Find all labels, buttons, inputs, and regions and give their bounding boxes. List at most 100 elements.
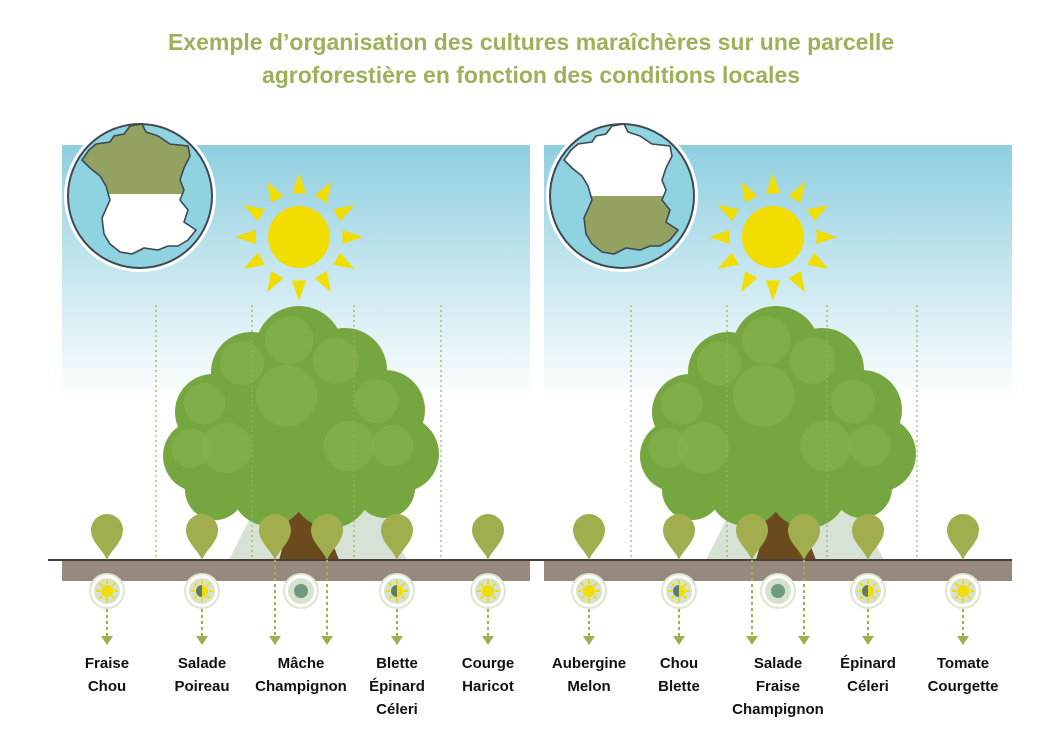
arrow-head (196, 636, 208, 645)
crop-name: Céleri (376, 701, 418, 718)
crop-name: Champignon (255, 678, 347, 695)
exposure-ray (98, 595, 103, 600)
exposure-ray (479, 582, 484, 587)
sun-ray (807, 205, 829, 222)
arrow-head (673, 636, 685, 645)
exposure-ray (872, 595, 877, 600)
exposure-ray (206, 582, 211, 587)
exposure-ray (388, 595, 393, 600)
sun-ray (741, 181, 758, 203)
arrow-head (269, 636, 281, 645)
foliage-cluster (662, 460, 722, 520)
sun-ray (788, 181, 805, 203)
foliage-highlight (831, 379, 876, 424)
exposure-ray (967, 595, 972, 600)
sun-ray (333, 252, 355, 269)
pin-shape (573, 514, 605, 560)
exposure-ray (98, 582, 103, 587)
foliage-highlight (678, 422, 730, 474)
arrow-head (391, 636, 403, 645)
crop-pin-icon (186, 514, 218, 560)
foliage-highlight (312, 337, 359, 384)
crop-name: Haricot (462, 678, 514, 695)
pin-shape (947, 514, 979, 560)
arrow-head (583, 636, 595, 645)
crop-pin-icon (381, 514, 413, 560)
exposure-ray (492, 595, 497, 600)
sun-ray (717, 205, 739, 222)
diagram-title: Exemple d’organisation des cultures mara… (0, 26, 1062, 92)
pin-shape (788, 514, 820, 560)
exposure-ray (954, 595, 959, 600)
crop-name: Courge (461, 655, 515, 672)
crop-name: Chou (659, 655, 699, 672)
arrow-head (746, 636, 758, 645)
exposure-sun (583, 585, 595, 597)
arrow-head (957, 636, 969, 645)
exposure-ray (683, 582, 688, 587)
crop-pin-icon (947, 514, 979, 560)
sun-disc (268, 206, 330, 268)
pin-shape (311, 514, 343, 560)
sun-ray (235, 229, 256, 245)
down-arrow-icon (391, 609, 403, 645)
down-arrow-icon (321, 560, 333, 645)
exposure-ray (193, 595, 198, 600)
crop-name: Fraise (84, 655, 130, 672)
foliage-cluster (185, 460, 245, 520)
exposure-ray (593, 595, 598, 600)
pin-shape (663, 514, 695, 560)
foliage-highlight (171, 428, 211, 468)
france-border (80, 123, 198, 255)
shade-exposure-icon (283, 573, 319, 609)
exposure-ray (206, 595, 211, 600)
down-arrow-icon (482, 609, 494, 645)
down-arrow-icon (798, 560, 810, 645)
title-line-2: agroforestière en fonction des condition… (261, 62, 801, 88)
sun-exposure-icon (571, 573, 607, 609)
foliage-highlight (789, 337, 836, 384)
crop-pin-icon (91, 514, 123, 560)
crop-pin-icon (663, 514, 695, 560)
panel-right (530, 120, 1012, 645)
exposure-shade (294, 584, 308, 598)
sun-ray (741, 271, 758, 293)
france-map-badge (546, 120, 698, 272)
exposure-ray (401, 582, 406, 587)
pin-shape (259, 514, 291, 560)
france-border (562, 123, 680, 255)
arrow-head (101, 636, 113, 645)
sun-ray (816, 229, 837, 245)
crop-name: Salade (177, 655, 227, 672)
sun-exposure-icon (470, 573, 506, 609)
down-arrow-icon (583, 609, 595, 645)
foliage-highlight (742, 316, 791, 365)
exposure-ray (967, 582, 972, 587)
foliage-highlight (800, 420, 852, 472)
crop-name: Poireau (174, 678, 230, 695)
down-arrow-icon (746, 560, 758, 645)
foliage-highlight (354, 379, 399, 424)
arrow-head (798, 636, 810, 645)
exposure-ray (492, 582, 497, 587)
half-shade-exposure-icon (661, 573, 697, 609)
exposure-ray (580, 595, 585, 600)
exposure-shade-half (862, 585, 868, 597)
sun-disc (742, 206, 804, 268)
foliage-highlight (255, 364, 318, 427)
half-shade-exposure-icon (850, 573, 886, 609)
crop-pin-icon (788, 514, 820, 560)
foliage-highlight (220, 341, 265, 386)
exposure-ray (670, 595, 675, 600)
down-arrow-icon (673, 609, 685, 645)
sun-ray (291, 173, 307, 194)
crop-name: Fraise (755, 678, 801, 695)
